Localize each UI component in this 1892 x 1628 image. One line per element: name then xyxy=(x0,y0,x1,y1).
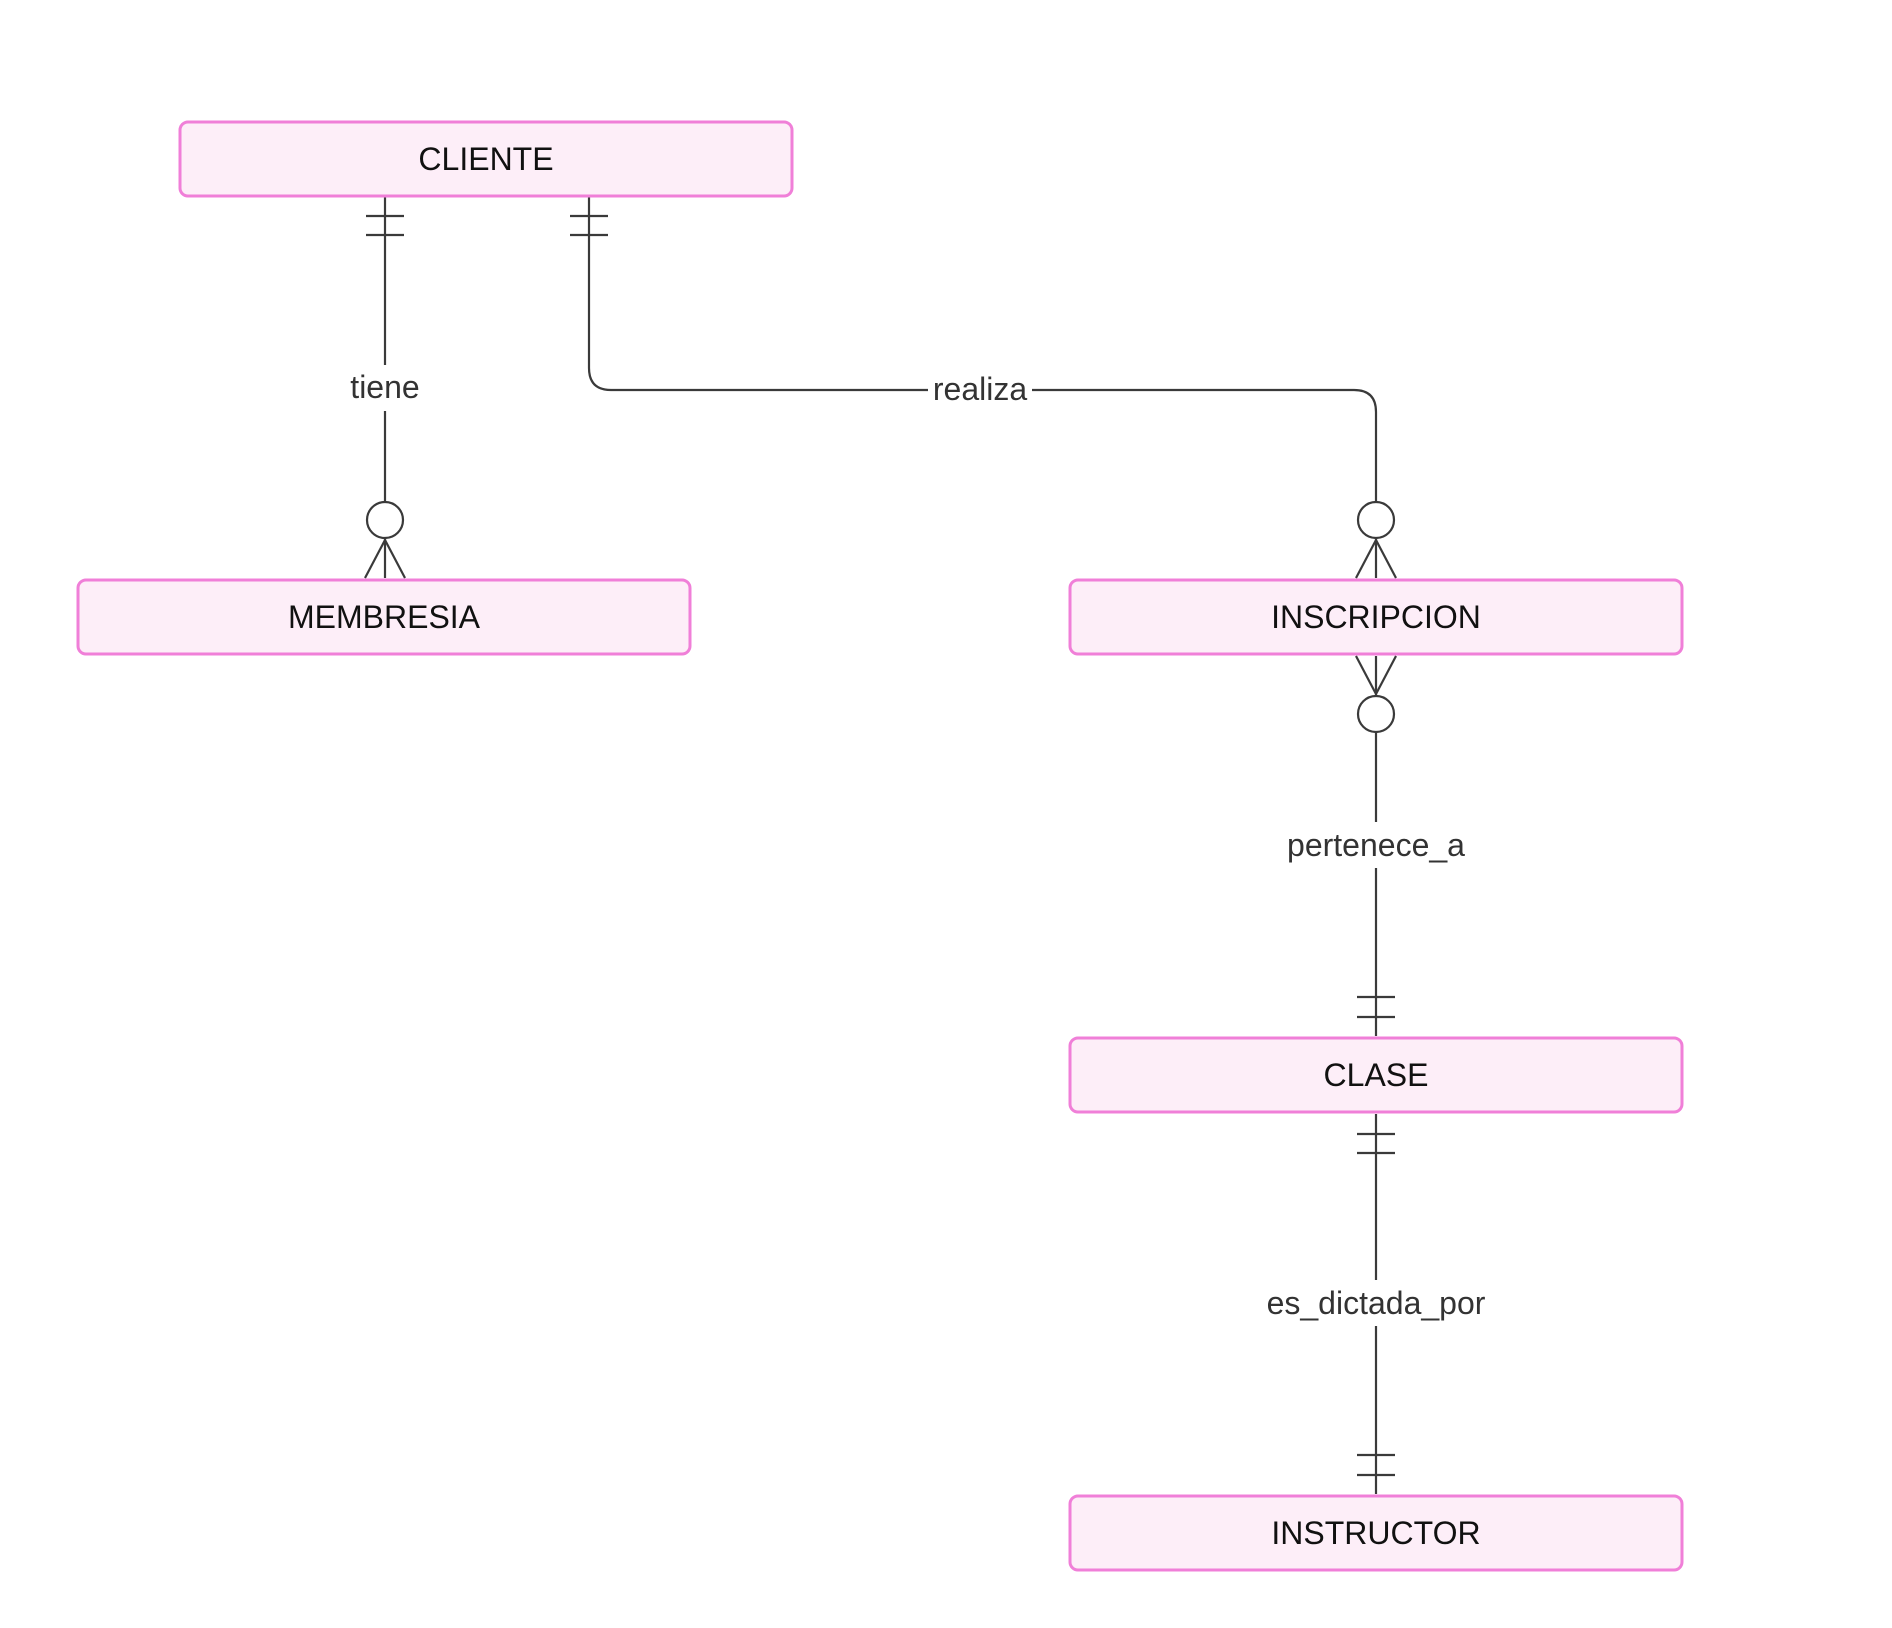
realiza-label: realiza xyxy=(933,371,1027,407)
entity-cliente-label: CLIENTE xyxy=(418,141,553,177)
entity-instructor[interactable]: INSTRUCTOR xyxy=(1068,1494,1684,1572)
entity-inscripcion[interactable]: INSCRIPCION xyxy=(1068,578,1684,656)
realiza-zero-circle xyxy=(1356,500,1396,540)
entity-membresia-box xyxy=(76,578,692,656)
entity-membresia-label: MEMBRESIA xyxy=(288,599,481,635)
relationship-es-dictada-por: es_dictada_por xyxy=(1254,1114,1498,1494)
entity-cliente-box xyxy=(178,120,794,198)
pertenece-a-label: pertenece_a xyxy=(1287,827,1465,863)
entity-instructor-label: INSTRUCTOR xyxy=(1271,1515,1480,1551)
relationship-pertenece-a: pertenece_a xyxy=(1274,655,1478,1036)
es-dictada-por-label: es_dictada_por xyxy=(1267,1285,1486,1321)
realiza-crow-right xyxy=(1375,539,1397,579)
entity-membresia[interactable]: MEMBRESIA xyxy=(76,578,692,656)
entity-clase-box xyxy=(1068,1036,1684,1114)
entity-clase[interactable]: CLASE xyxy=(1068,1036,1684,1114)
tiene-crow-left xyxy=(364,539,386,579)
pertenece-a-zero-circle xyxy=(1356,694,1396,734)
relationship-realiza: realiza xyxy=(570,196,1397,579)
tiene-zero-circle xyxy=(365,500,405,540)
entity-inscripcion-label: INSCRIPCION xyxy=(1271,599,1481,635)
pertenece-a-label-bg xyxy=(1274,822,1478,868)
pertenece-a-crow-left xyxy=(1355,655,1377,695)
realiza-crow-left xyxy=(1355,539,1377,579)
tiene-crow-right xyxy=(384,539,406,579)
entity-cliente[interactable]: CLIENTE xyxy=(178,120,794,198)
realiza-label-bg xyxy=(928,368,1032,412)
entity-instructor-box xyxy=(1068,1494,1684,1572)
tiene-label-bg xyxy=(340,365,430,411)
entity-clase-label: CLASE xyxy=(1324,1057,1429,1093)
tiene-label: tiene xyxy=(350,369,419,405)
relationship-tiene: tiene xyxy=(340,196,430,579)
pertenece-a-crow-right xyxy=(1375,655,1397,695)
entity-inscripcion-box xyxy=(1068,578,1684,656)
es-dictada-por-label-bg xyxy=(1254,1280,1498,1326)
